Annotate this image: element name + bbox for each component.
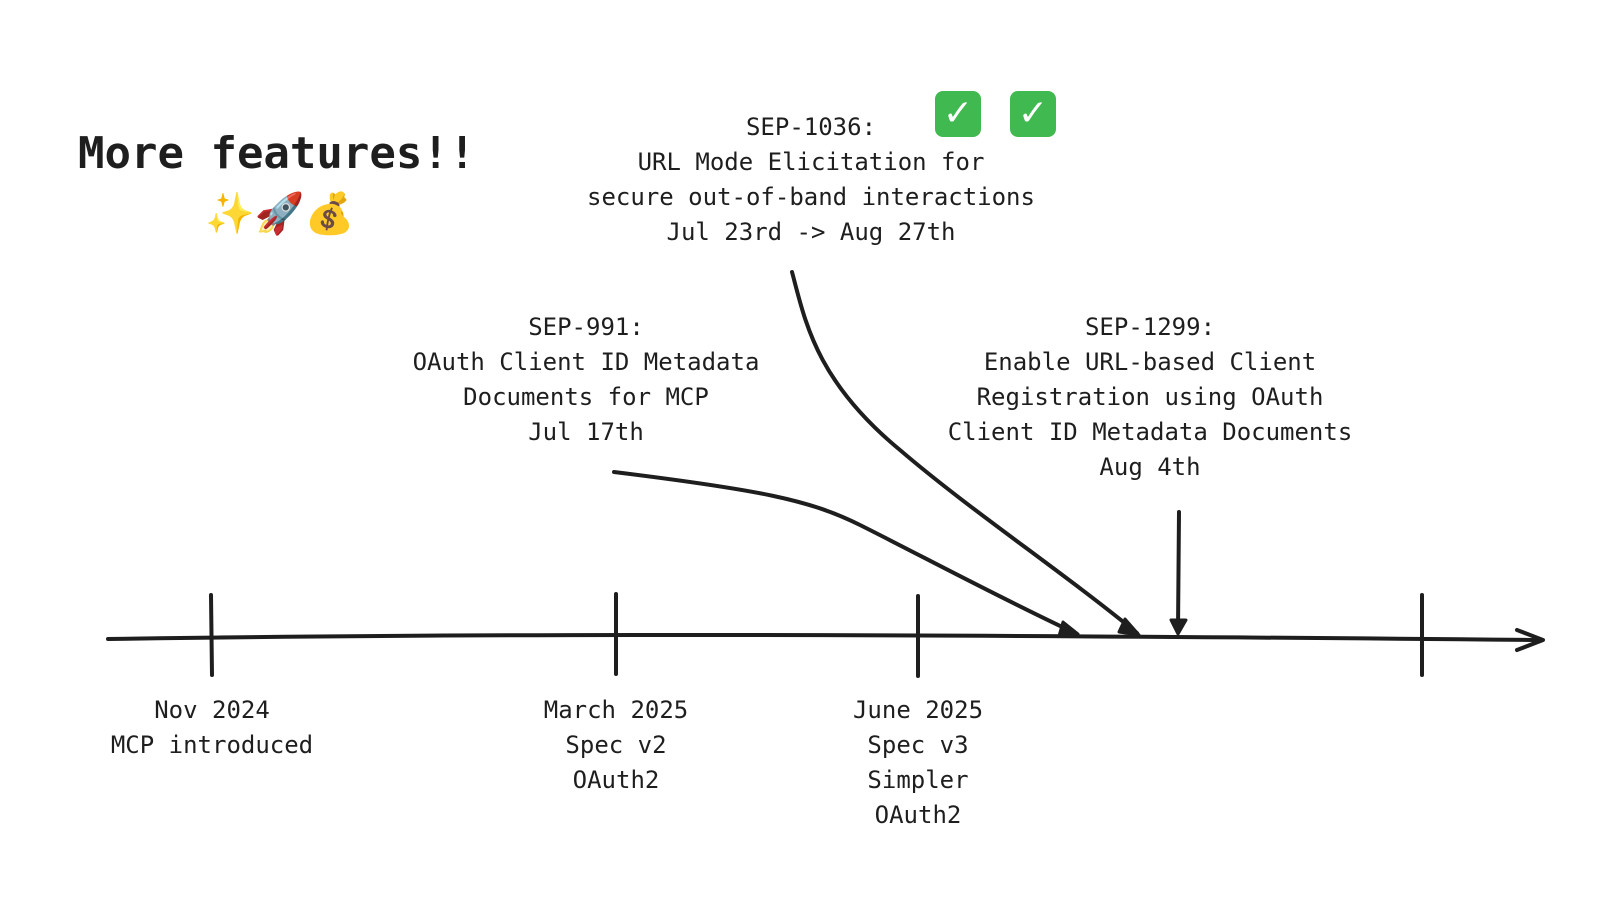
proposal-id: SEP-1036: [745,113,877,141]
milestone-line: Spec v3 [867,731,969,759]
proposal-sep-1036: SEP-1036: URL Mode Elicitation for secur… [571,110,1051,250]
timeline-axis [106,632,1542,642]
milestone-line: OAuth2 [874,801,962,829]
tick-nov-2024 [209,593,214,677]
proposal-line: Client ID Metadata Documents [947,418,1353,446]
proposal-id: SEP-1299: [1084,313,1216,341]
milestone-line: March 2025 [543,696,689,724]
proposal-line: secure out-of-band interactions [587,183,1035,211]
proposal-line: Jul 23rd -> Aug 27th [666,218,956,246]
arrowhead-sep-1036 [1117,617,1141,637]
milestone-line: Nov 2024 [154,696,270,724]
milestone-nov-2024: Nov 2024 MCP introduced [72,693,352,763]
proposal-line: Aug 4th [1099,453,1201,481]
proposal-line: Enable URL-based Client [983,348,1317,376]
proposal-line: Registration using OAuth [976,383,1324,411]
milestone-line: MCP introduced [110,731,314,759]
title-emoji-row: ✨🚀💰 [205,190,354,238]
milestone-line: OAuth2 [572,766,660,794]
proposal-line: Jul 17th [528,418,644,446]
arrow-sep-991 [612,470,1077,635]
proposal-line: OAuth Client ID Metadata [412,348,760,376]
milestone-line: Spec v2 [565,731,667,759]
proposal-id: SEP-991: [528,313,644,341]
proposal-line: Documents for MCP [463,383,709,411]
rocket-icon: 🚀 [254,191,305,237]
arrowhead-sep-1299 [1169,618,1188,636]
arrow-sep-1036 [790,270,1139,635]
milestone-line: Simpler [867,766,969,794]
arrowhead-sep-991 [1057,620,1080,638]
milestone-line: June 2025 [852,696,984,724]
arrow-sep-1299 [1176,510,1181,632]
diagram-title: More features!! [78,128,476,179]
proposal-sep-991: SEP-991: OAuth Client ID Metadata Docume… [386,310,786,450]
sparkles-icon: ✨ [205,191,255,237]
milestone-june-2025: June 2025 Spec v3 Simpler OAuth2 [788,693,1048,833]
check-icon: ✓ [935,91,981,137]
timeline-arrowhead [1515,628,1545,652]
check-icon: ✓ [1010,91,1056,137]
money-bag-icon: 💰 [304,191,355,237]
milestone-march-2025: March 2025 Spec v2 OAuth2 [486,693,746,798]
proposal-line: URL Mode Elicitation for [637,148,985,176]
proposal-sep-1299: SEP-1299: Enable URL-based Client Regist… [910,310,1390,485]
